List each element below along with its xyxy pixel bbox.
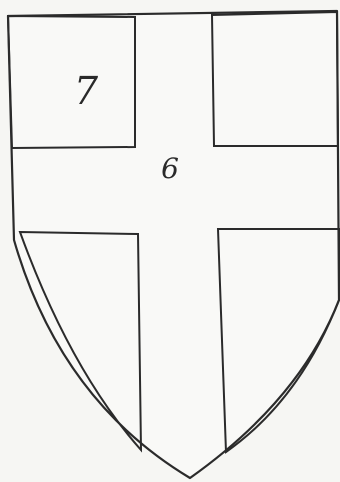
cross-label: 6	[161, 152, 179, 185]
quarter-upper-left-label: 7	[74, 69, 99, 113]
shield-outline	[8, 11, 339, 478]
